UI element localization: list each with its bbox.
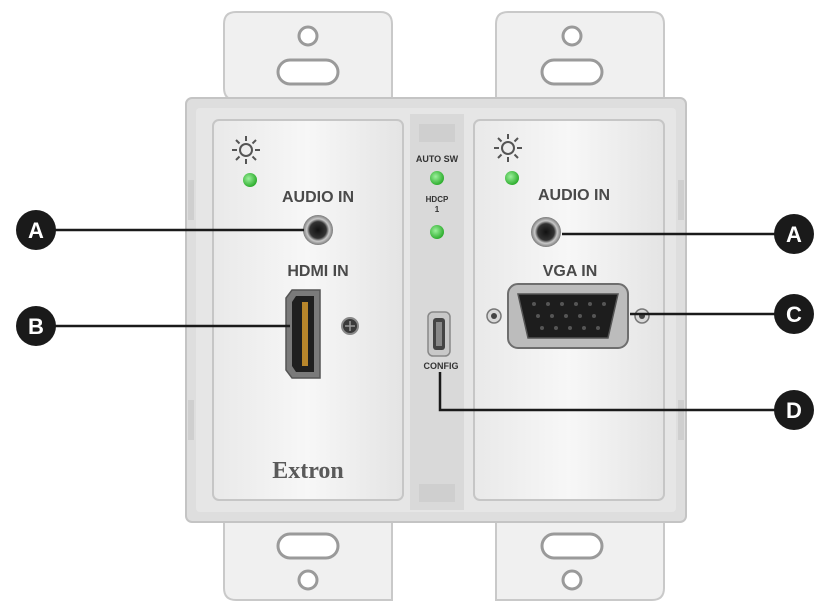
right-power-led <box>505 171 519 185</box>
hdmi-in-label: HDMI IN <box>287 263 348 280</box>
screw-icon <box>341 317 359 335</box>
svg-text:D: D <box>786 398 802 423</box>
vga-port <box>486 283 650 349</box>
svg-text:B: B <box>28 314 44 339</box>
svg-text:A: A <box>786 222 802 247</box>
left-power-led <box>243 173 257 187</box>
left-audio-jack <box>303 215 333 245</box>
hdcp-label: HDCP <box>426 195 449 204</box>
auto-sw-label: AUTO SW <box>416 154 459 164</box>
sun-icon <box>494 134 522 162</box>
callout-a-left: A <box>16 210 56 250</box>
callout-leaders <box>50 228 790 412</box>
right-audio-jack <box>531 217 561 247</box>
sun-icon <box>232 136 260 164</box>
callout-d: D <box>774 390 814 430</box>
hdmi-port <box>285 289 321 379</box>
vga-in-label: VGA IN <box>543 263 598 280</box>
config-label: CONFIG <box>424 361 459 371</box>
left-audio-in-label: AUDIO IN <box>282 189 354 206</box>
hdcp-led <box>430 225 444 239</box>
auto-sw-led <box>430 171 444 185</box>
svg-text:A: A <box>28 218 44 243</box>
frame-notches <box>188 180 684 440</box>
callout-a-right: A <box>774 214 814 254</box>
svg-text:C: C <box>786 302 802 327</box>
right-audio-in-label: AUDIO IN <box>538 187 610 204</box>
right-mounting-bracket <box>495 11 665 601</box>
left-mounting-bracket <box>223 11 393 601</box>
config-usb-port <box>427 311 451 357</box>
callout-c: C <box>774 294 814 334</box>
hdcp-number: 1 <box>435 205 440 214</box>
extron-logo: Extron <box>272 458 344 484</box>
callout-b: B <box>16 306 56 346</box>
